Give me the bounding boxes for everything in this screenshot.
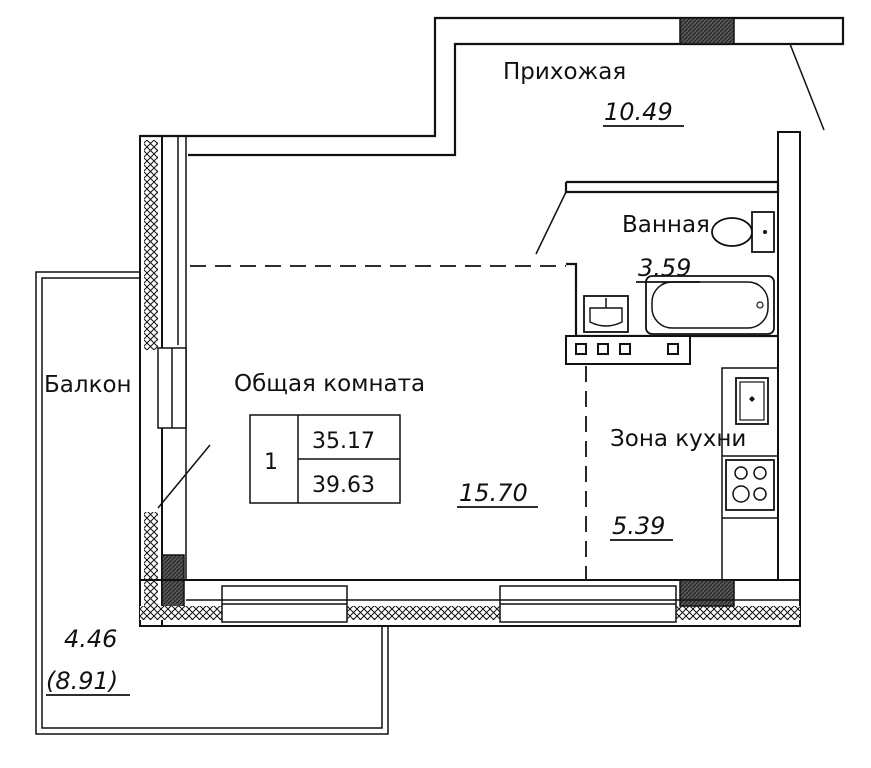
balcony-door-swing (157, 444, 211, 509)
summary-total-area: 39.63 (312, 473, 375, 498)
bathtub-icon (645, 275, 775, 335)
summary-living-area: 35.17 (312, 429, 375, 454)
hallway-vent-block (679, 17, 735, 45)
balcony-area: 4.46 (64, 625, 117, 653)
balcony-area-total: (8.91) (46, 667, 118, 695)
bathroom-walls (535, 180, 780, 365)
hallway-walls (140, 16, 845, 157)
plumbing-duct (565, 335, 691, 365)
bottom-vent-block (679, 579, 735, 607)
summary-table: 1 35.17 39.63 (249, 414, 401, 504)
summary-rooms-count: 1 (264, 450, 278, 475)
balcony-name: Балкон (44, 372, 132, 398)
bathroom-name: Ванная (622, 212, 710, 238)
bathroom-area: 3.59 (638, 254, 691, 282)
living-room-area: 15.70 (459, 479, 528, 507)
left-wall (139, 135, 211, 627)
living-room-name: Общая комната (234, 371, 425, 397)
right-wall (777, 131, 801, 581)
balcony-outline (35, 271, 389, 735)
toilet-icon (711, 211, 775, 253)
stove-icon (725, 459, 775, 511)
sink-icon (735, 377, 769, 425)
kitchen-name: Зона кухни (610, 426, 746, 452)
hallway-area: 10.49 (604, 98, 673, 126)
kitchen-area: 5.39 (612, 512, 665, 540)
kitchen-counter (721, 367, 778, 580)
hallway-name: Прихожая (503, 59, 626, 85)
bottom-wall (139, 579, 801, 627)
washbasin-icon (583, 295, 629, 333)
